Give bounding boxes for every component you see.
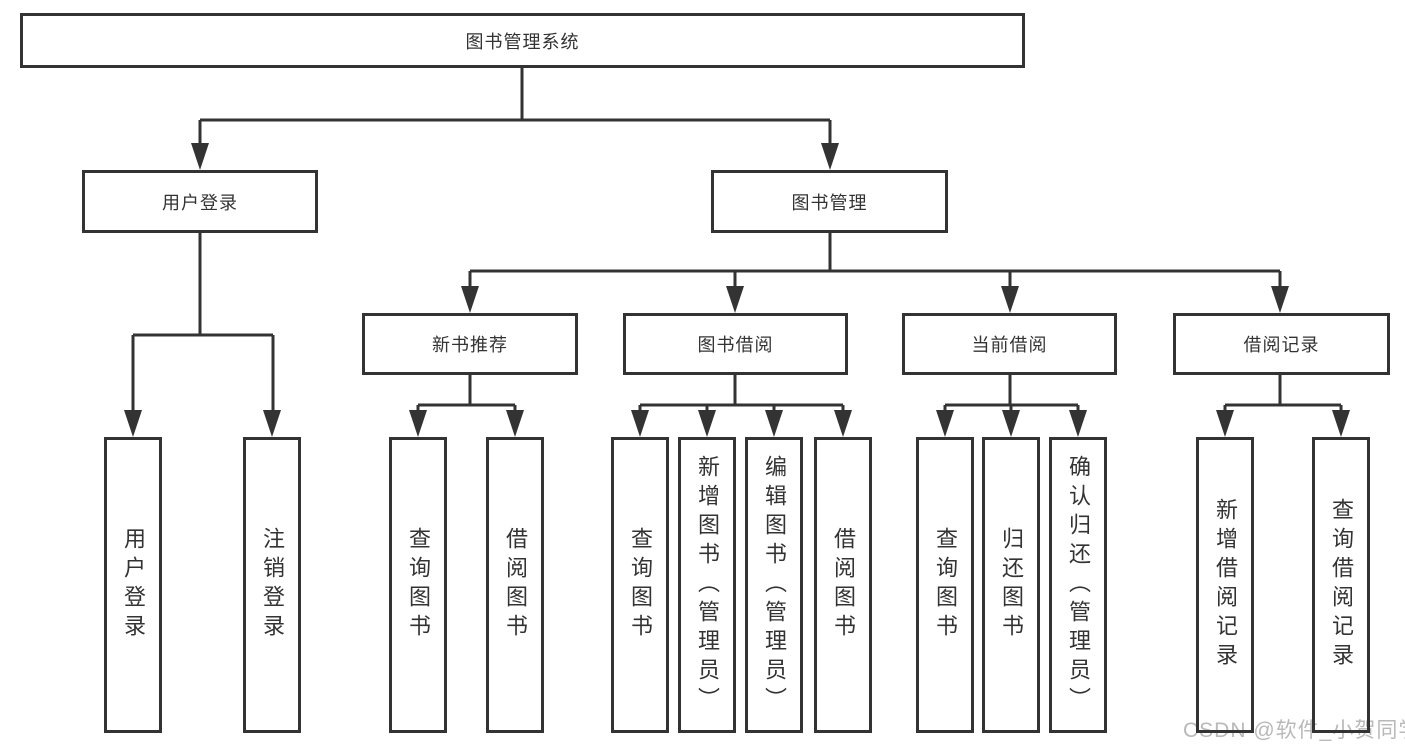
node-book-management-label: 图书管理 <box>791 192 868 213</box>
csdn-watermark: CSDN @软件_小贺同学 <box>1183 719 1405 742</box>
node-book-borrowing: 图书借阅 <box>623 313 848 375</box>
arrowhead <box>1001 286 1019 313</box>
node-user-login: 用户登录 <box>82 170 318 233</box>
leaf-current-confirm-return-admin-label: 确认归还（管理员） <box>1066 454 1091 716</box>
leaf-current-query-books: 查询图书 <box>916 437 974 733</box>
leaf-recommend-query-books: 查询图书 <box>389 437 447 733</box>
node-borrow-records: 借阅记录 <box>1173 313 1390 375</box>
leaf-borrowing-add-books-admin-label: 新增图书（管理员） <box>695 454 720 716</box>
leaf-borrowing-borrow-books-label: 借阅图书 <box>831 527 856 643</box>
arrowhead <box>1002 410 1020 437</box>
leaf-borrowing-add-books-admin: 新增图书（管理员） <box>678 437 736 733</box>
arrowhead <box>124 410 142 437</box>
leaf-recommend-borrow-books: 借阅图书 <box>486 437 544 733</box>
node-new-book-recommend-label: 新书推荐 <box>432 335 508 355</box>
leaf-logout-label: 注销登录 <box>260 527 285 643</box>
arrowhead <box>506 410 524 437</box>
leaf-borrowing-edit-books-admin: 编辑图书（管理员） <box>745 437 803 733</box>
arrowhead <box>936 410 954 437</box>
arrowhead <box>1069 410 1087 437</box>
leaf-recommend-borrow-books-label: 借阅图书 <box>503 527 528 643</box>
leaf-records-query-record: 查询借阅记录 <box>1312 437 1370 733</box>
node-user-login-label: 用户登录 <box>162 192 238 213</box>
node-book-management: 图书管理 <box>711 170 948 233</box>
node-root-label: 图书管理系统 <box>465 31 580 52</box>
node-current-borrowing-label: 当前借阅 <box>971 335 1048 355</box>
leaf-current-return-books-label: 归还图书 <box>999 527 1024 643</box>
leaf-records-query-record-label: 查询借阅记录 <box>1329 498 1354 672</box>
node-new-book-recommend: 新书推荐 <box>362 313 578 375</box>
leaf-current-confirm-return-admin: 确认归还（管理员） <box>1049 437 1107 733</box>
leaf-borrowing-query-books: 查询图书 <box>611 437 669 733</box>
arrowhead <box>409 410 427 437</box>
leaf-borrowing-edit-books-admin-label: 编辑图书（管理员） <box>762 454 787 716</box>
arrowhead <box>765 410 783 437</box>
arrowhead <box>1216 410 1234 437</box>
arrowhead <box>821 143 839 170</box>
tree-edges <box>131 68 1343 414</box>
arrowhead <box>461 286 479 313</box>
leaf-logout: 注销登录 <box>243 437 301 733</box>
leaf-user-login: 用户登录 <box>104 437 162 733</box>
leaf-current-return-books: 归还图书 <box>982 437 1040 733</box>
node-book-borrowing-label: 图书借阅 <box>697 335 774 355</box>
arrowhead <box>263 410 281 437</box>
leaf-borrowing-borrow-books: 借阅图书 <box>814 437 872 733</box>
leaf-records-add-record: 新增借阅记录 <box>1196 437 1254 733</box>
leaf-recommend-query-books-label: 查询图书 <box>406 527 431 643</box>
arrowhead <box>726 286 744 313</box>
arrowhead <box>191 143 209 170</box>
node-borrow-records-label: 借阅记录 <box>1243 335 1320 355</box>
arrowhead <box>834 410 852 437</box>
node-root: 图书管理系统 <box>20 13 1025 68</box>
leaf-records-add-record-label: 新增借阅记录 <box>1213 498 1238 672</box>
leaf-current-query-books-label: 查询图书 <box>933 527 958 643</box>
arrowhead <box>631 410 649 437</box>
node-current-borrowing: 当前借阅 <box>902 313 1117 375</box>
arrowhead <box>698 410 716 437</box>
leaf-borrowing-query-books-label: 查询图书 <box>628 527 653 643</box>
arrowhead <box>1332 410 1350 437</box>
leaf-user-login-label: 用户登录 <box>121 527 146 643</box>
arrowhead <box>1271 286 1289 313</box>
